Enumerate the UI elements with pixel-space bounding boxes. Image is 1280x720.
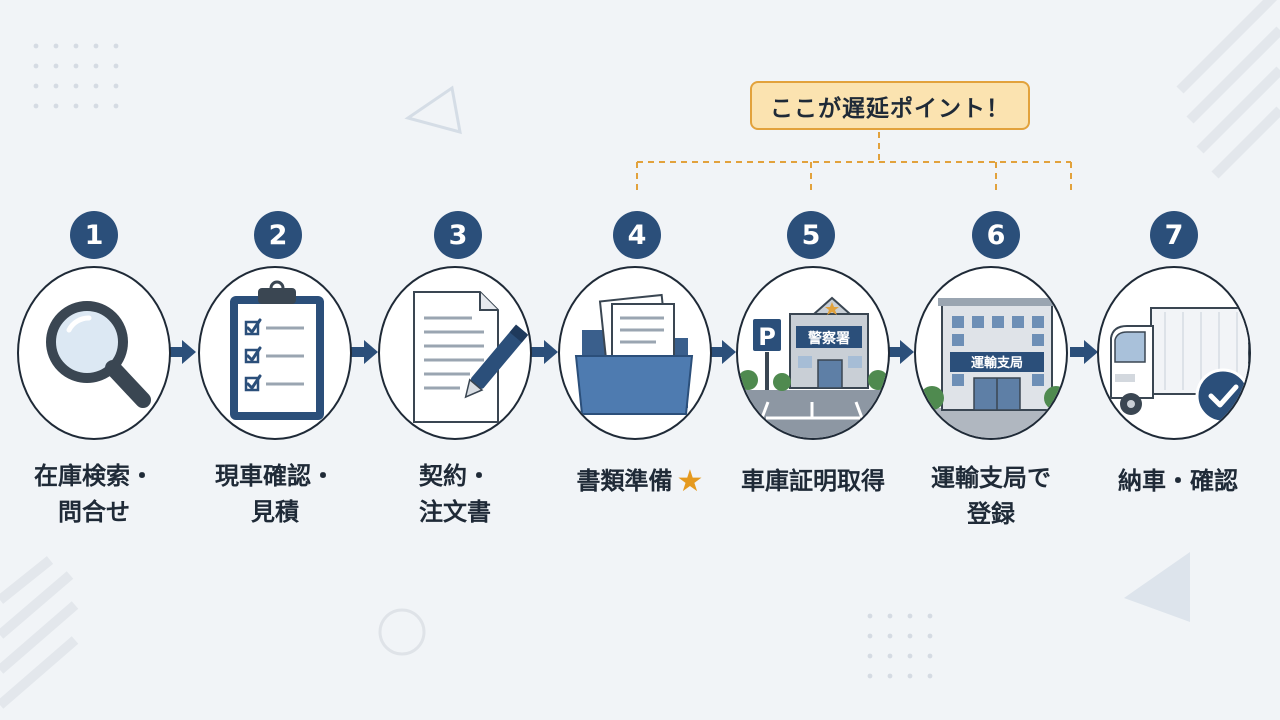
step-7-circle: [1097, 266, 1251, 440]
step-5-circle: 警察署 P: [736, 266, 890, 440]
magnifier-icon: [46, 301, 151, 408]
step-6-circle: 運輸支局: [914, 266, 1068, 440]
step-6-label: 運輸支局で 登録: [931, 464, 1051, 528]
step-6-badge: 6: [972, 211, 1020, 259]
arrow-right-icon: [1070, 340, 1098, 364]
parking-sign: P: [758, 323, 776, 351]
step-1-badge: 1: [70, 211, 118, 259]
truck-check-icon: [1110, 307, 1249, 424]
step-2-badge: 2: [254, 211, 302, 259]
step-2-label: 現車確認・ 見積: [215, 462, 335, 526]
step-3-badge: 3: [434, 211, 482, 259]
document-folder-icon: [574, 293, 694, 415]
police-station-parking-icon: 警察署 P: [738, 296, 888, 438]
arrow-right-icon: [886, 340, 914, 364]
step-4-label: 書類準備★: [576, 464, 704, 499]
contract-pen-icon: [413, 291, 529, 423]
transport-office-building-icon: 運輸支局: [916, 298, 1066, 438]
step-3-circle: [378, 266, 532, 440]
step-2-circle: [198, 266, 352, 440]
delay-point-callout: ここが遅延ポイント！: [750, 81, 1030, 130]
clipboard-checklist-icon: [230, 280, 324, 420]
step-3-label: 契約・ 注文書: [419, 462, 491, 526]
step-1-label: 在庫検索・ 問合せ: [34, 462, 154, 526]
arrow-right-icon: [168, 340, 196, 364]
star-icon: ★: [676, 464, 704, 499]
check-icon: [1195, 368, 1249, 424]
transport-office-sign: 運輸支局: [971, 355, 1023, 371]
step-4-badge: 4: [613, 211, 661, 259]
step-5-label: 車庫証明取得: [741, 467, 885, 495]
callout-text: ここが遅延ポイント！: [770, 95, 1010, 122]
step-1-circle: [17, 266, 171, 440]
police-sign: 警察署: [808, 330, 850, 347]
step-7-label: 納車・確認: [1118, 467, 1238, 495]
step-7-badge: 7: [1150, 211, 1198, 259]
arrow-right-icon: [350, 340, 378, 364]
arrow-right-icon: [530, 340, 558, 364]
step-4-circle: [558, 266, 712, 440]
arrow-right-icon: [708, 340, 736, 364]
step-5-badge: 5: [787, 211, 835, 259]
